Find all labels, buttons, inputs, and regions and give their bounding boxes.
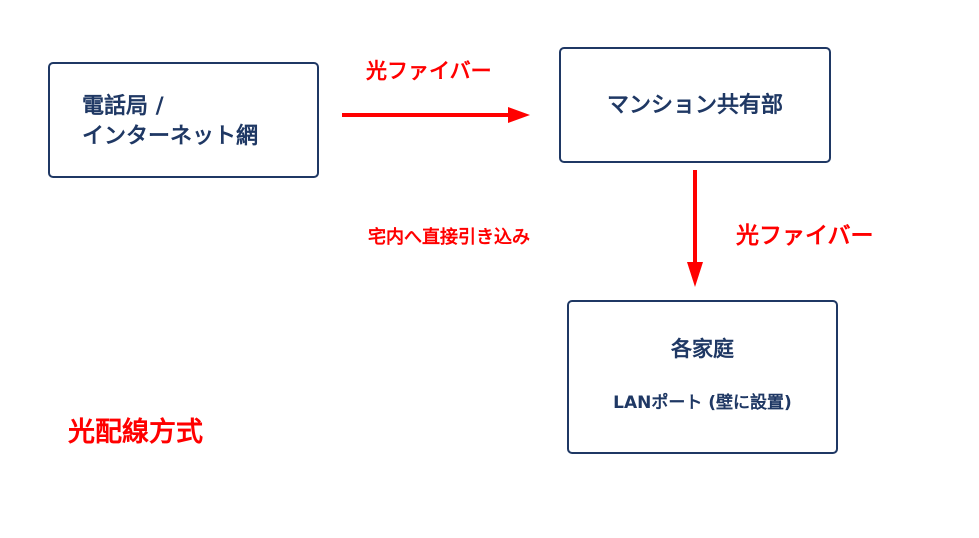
annotation-direct-wiring: 宅内へ直接引き込み [368,227,530,248]
node-mansion-shared-label: マンション共有部 [606,93,783,118]
node-each-home-sublabel: LANポート (壁に設置) [613,393,792,413]
method-title: 光配線方式 [68,417,203,448]
node-mansion-shared: マンション共有部 [559,47,831,163]
node-each-home: 各家庭 LANポート (壁に設置) [567,300,838,454]
edge-label-fiber-top: 光ファイバー [366,59,492,83]
node-phone-network-line2: インターネット網 [82,124,259,149]
node-phone-network-line1: 電話局 / [82,94,164,119]
arrow-head-right [508,107,530,123]
node-phone-network: 電話局 / インターネット網 [48,62,319,178]
node-each-home-label: 各家庭 [671,337,734,361]
arrow-head-down [687,262,703,287]
edge-label-fiber-down: 光ファイバー [736,223,874,249]
